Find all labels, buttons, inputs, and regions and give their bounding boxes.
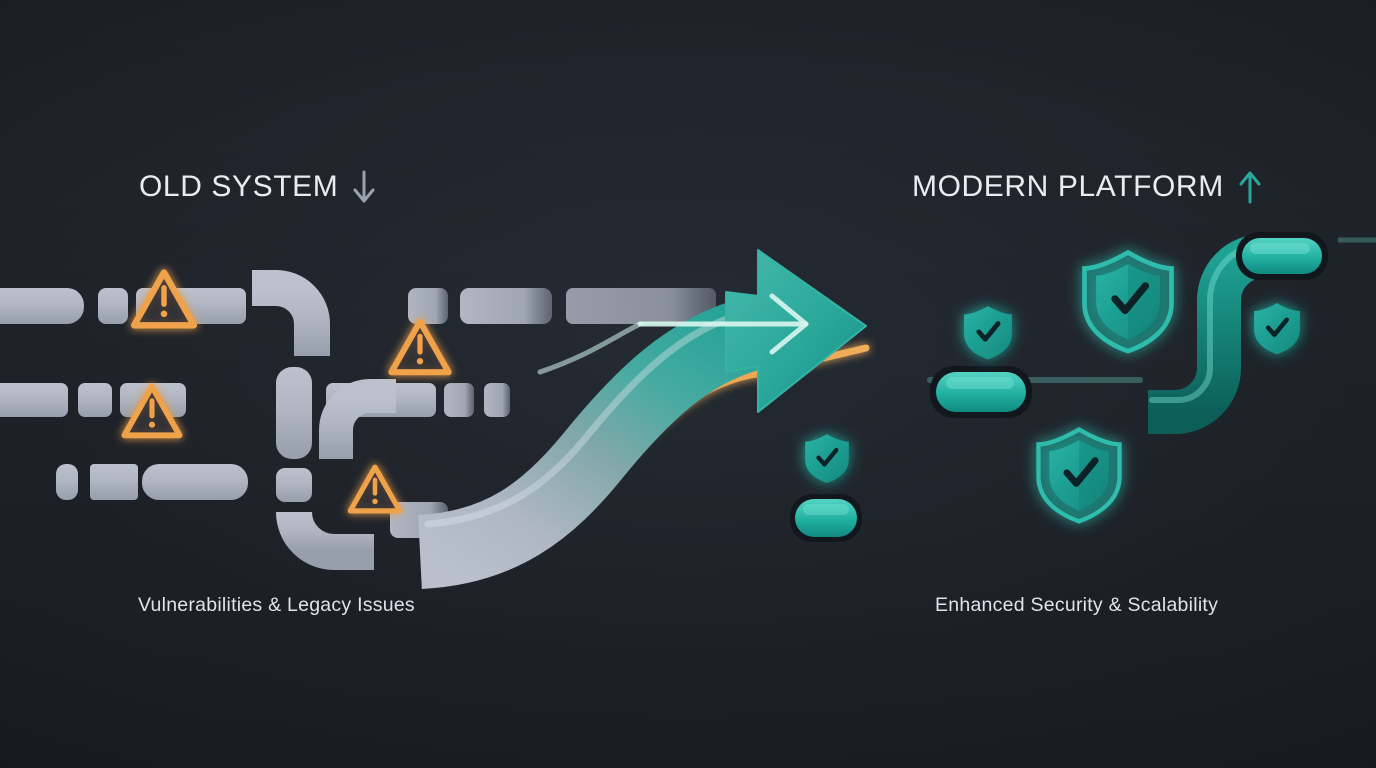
modern-rail-top — [1230, 232, 1376, 280]
modern-rail-middle — [908, 366, 1160, 418]
legacy-vertical-connector — [252, 270, 374, 570]
header-modern-platform-label: MODERN PLATFORM — [912, 170, 1224, 203]
arrow-inner-glyph — [537, 293, 809, 375]
caption-legacy: Vulnerabilities & Legacy Issues — [138, 594, 415, 616]
legacy-rail-top — [0, 288, 716, 324]
arrow-down-icon — [353, 170, 375, 203]
caption-modern: Enhanced Security & Scalability — [935, 594, 1219, 616]
header-old-system: OLD SYSTEM — [139, 170, 376, 204]
shield-icon-small-mid — [805, 434, 849, 483]
header-old-system-label: OLD SYSTEM — [139, 170, 339, 203]
shield-icon-small-left — [964, 306, 1012, 359]
legacy-elbow-right — [319, 379, 396, 459]
arrow-stroke-band — [417, 293, 776, 589]
shield-icon-small-right — [1254, 303, 1300, 354]
shield-icon-large-top — [1085, 253, 1172, 352]
legacy-rail-bottom — [56, 464, 248, 500]
arrow-up-icon — [1239, 171, 1261, 204]
shield-icon-large-bottom — [1039, 430, 1120, 522]
header-modern-platform: MODERN PLATFORM — [912, 170, 1262, 204]
